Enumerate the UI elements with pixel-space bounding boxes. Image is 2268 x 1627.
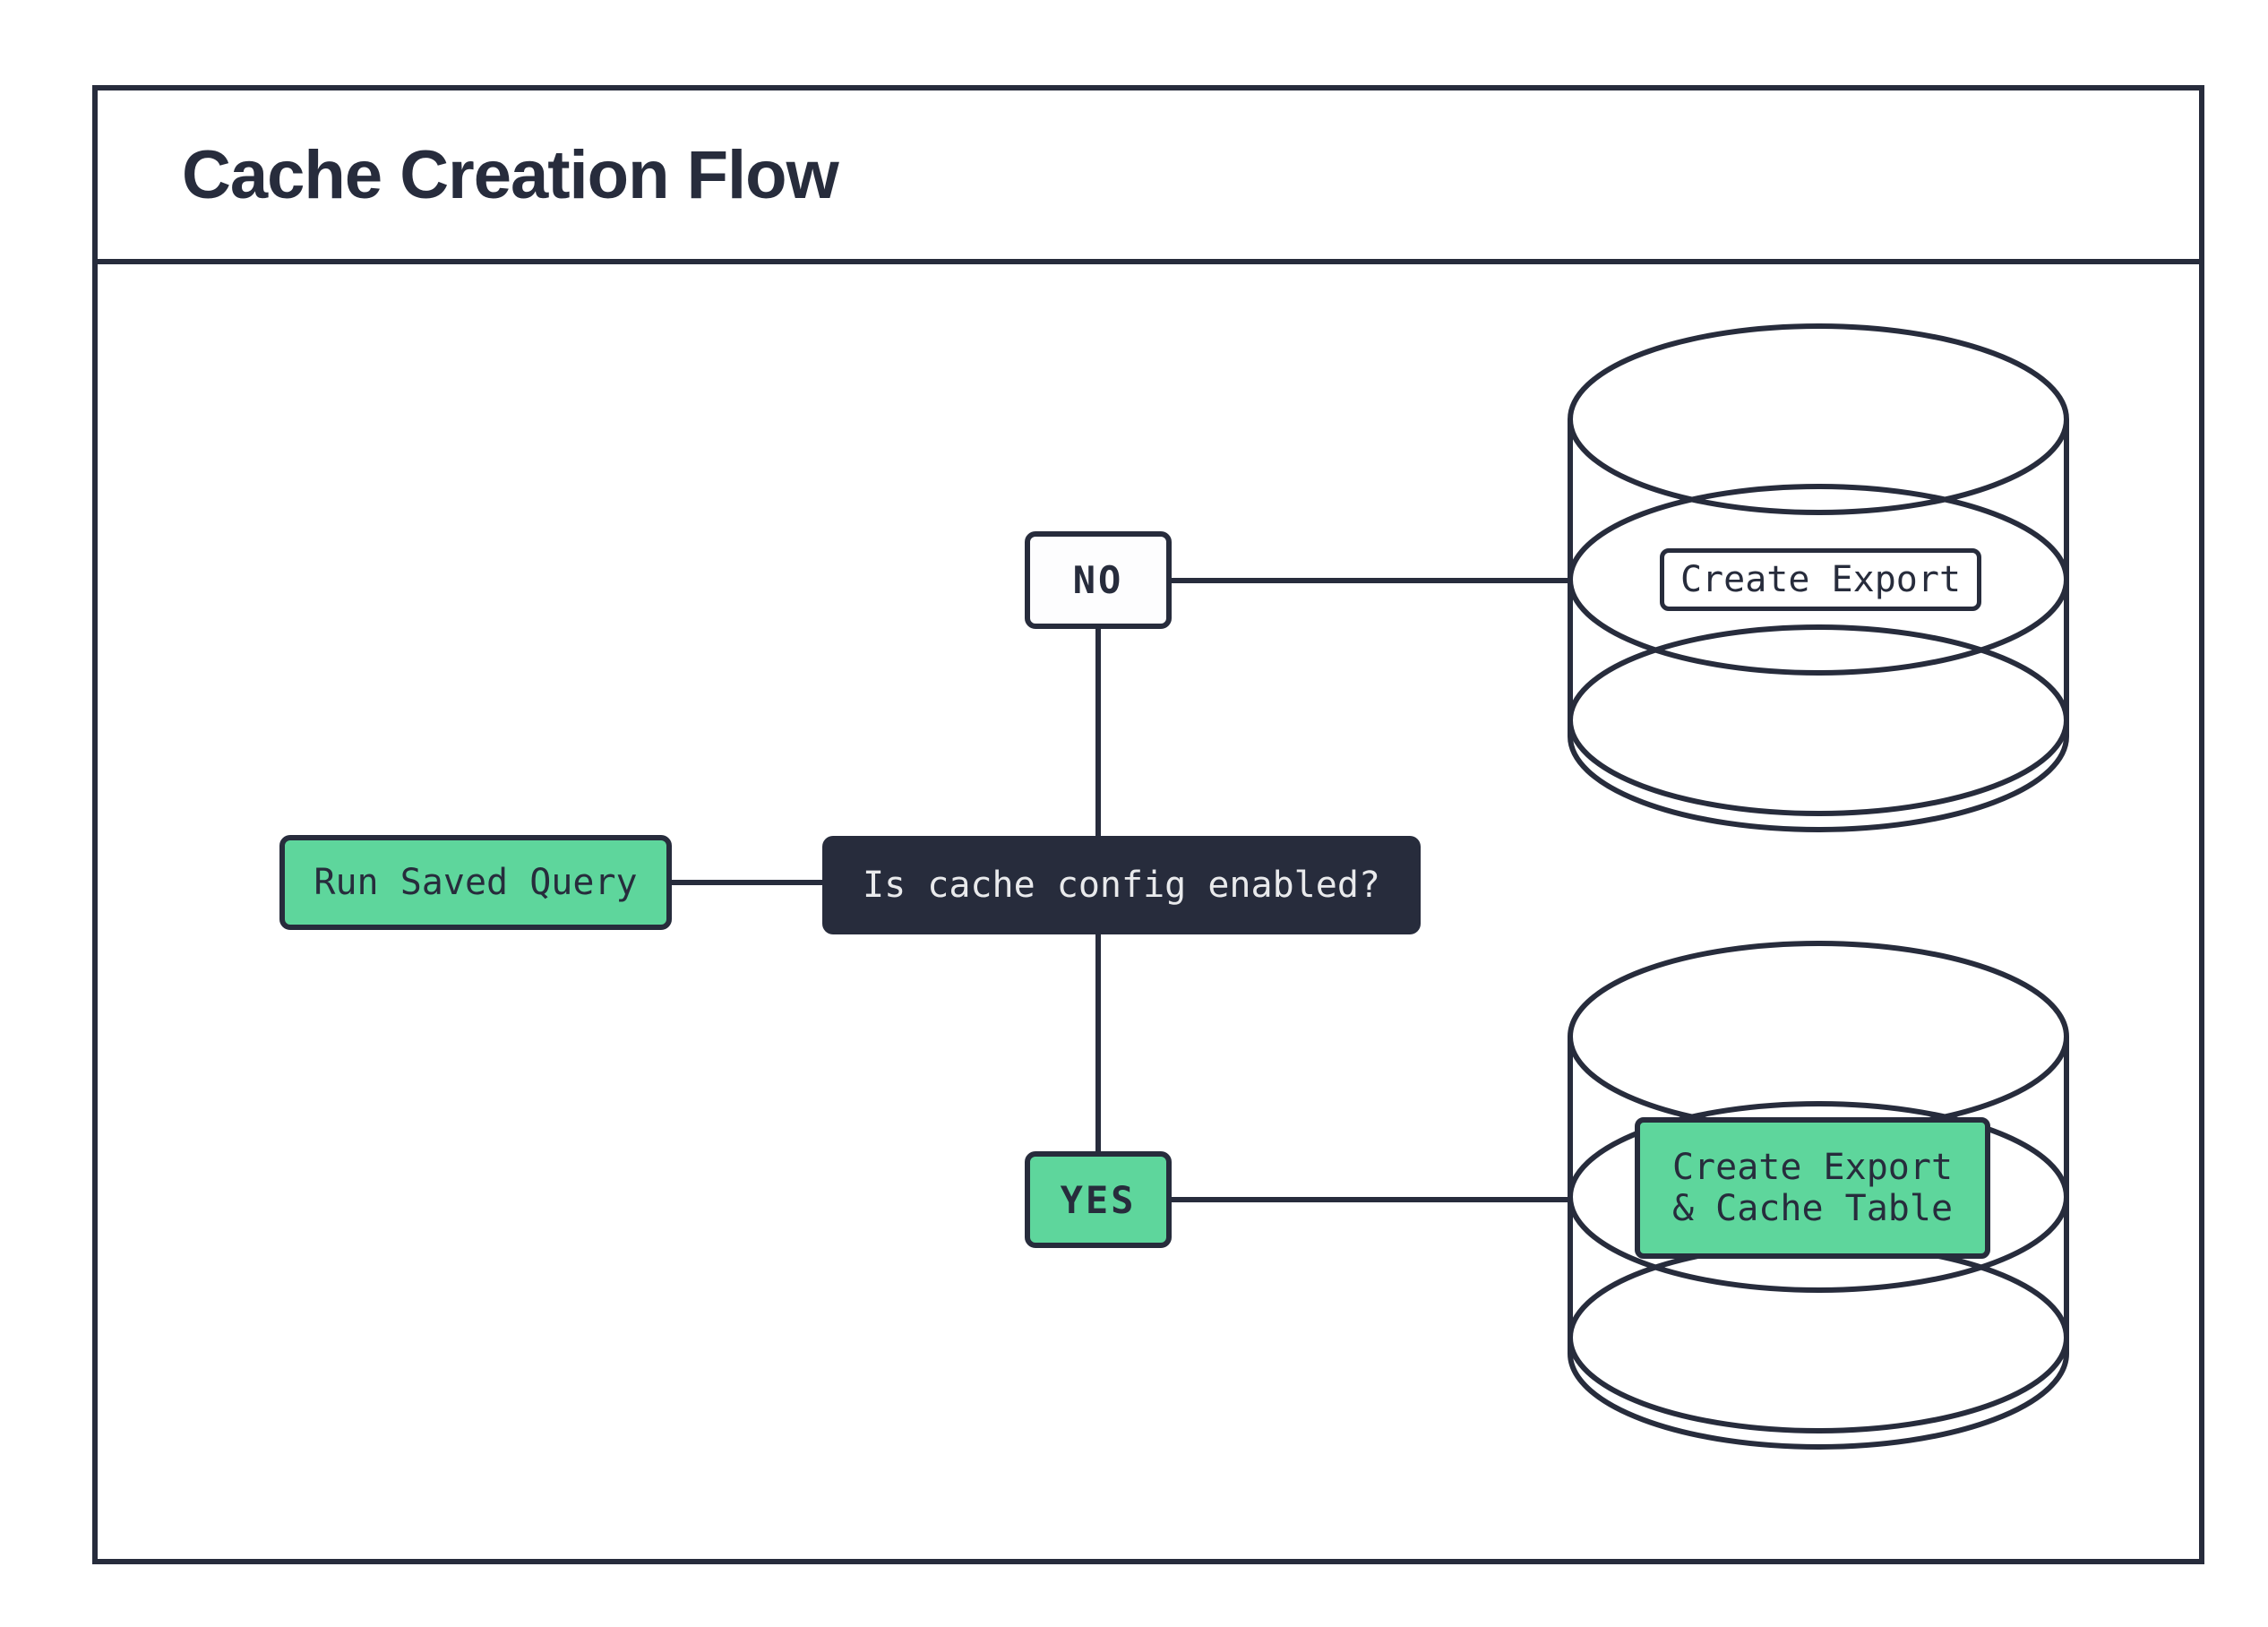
start-node: Run Saved Query bbox=[279, 835, 672, 930]
yes-result-text-line2: & Cache Table bbox=[1671, 1188, 1954, 1229]
decision-node: Is cache config enabled? bbox=[822, 836, 1421, 934]
page-title: Cache Creation Flow bbox=[182, 136, 839, 213]
diagram-header: Cache Creation Flow bbox=[92, 85, 2204, 264]
connector-no-to-database bbox=[1170, 578, 1569, 583]
connector-decision-to-yes bbox=[1095, 933, 1101, 1153]
no-branch-label: NO bbox=[1072, 558, 1124, 602]
yes-result-label: Create Export & Cache Table bbox=[1635, 1117, 1990, 1259]
connector-yes-to-database bbox=[1170, 1197, 1569, 1202]
database-icon bbox=[1568, 323, 2069, 832]
start-node-label: Run Saved Query bbox=[314, 862, 638, 903]
connector-decision-to-no bbox=[1095, 627, 1101, 838]
header-divider bbox=[92, 259, 2204, 264]
yes-branch-label: YES bbox=[1060, 1177, 1137, 1222]
connector-start-to-decision bbox=[672, 880, 822, 885]
diagram-frame bbox=[92, 85, 2204, 1564]
no-result-text: Create Export bbox=[1680, 559, 1962, 600]
no-branch-node: NO bbox=[1025, 531, 1172, 629]
no-result-label: Create Export bbox=[1660, 548, 1981, 611]
yes-result-text-line1: Create Export bbox=[1671, 1147, 1954, 1188]
yes-branch-node: YES bbox=[1025, 1151, 1172, 1248]
decision-node-label: Is cache config enabled? bbox=[863, 865, 1380, 906]
